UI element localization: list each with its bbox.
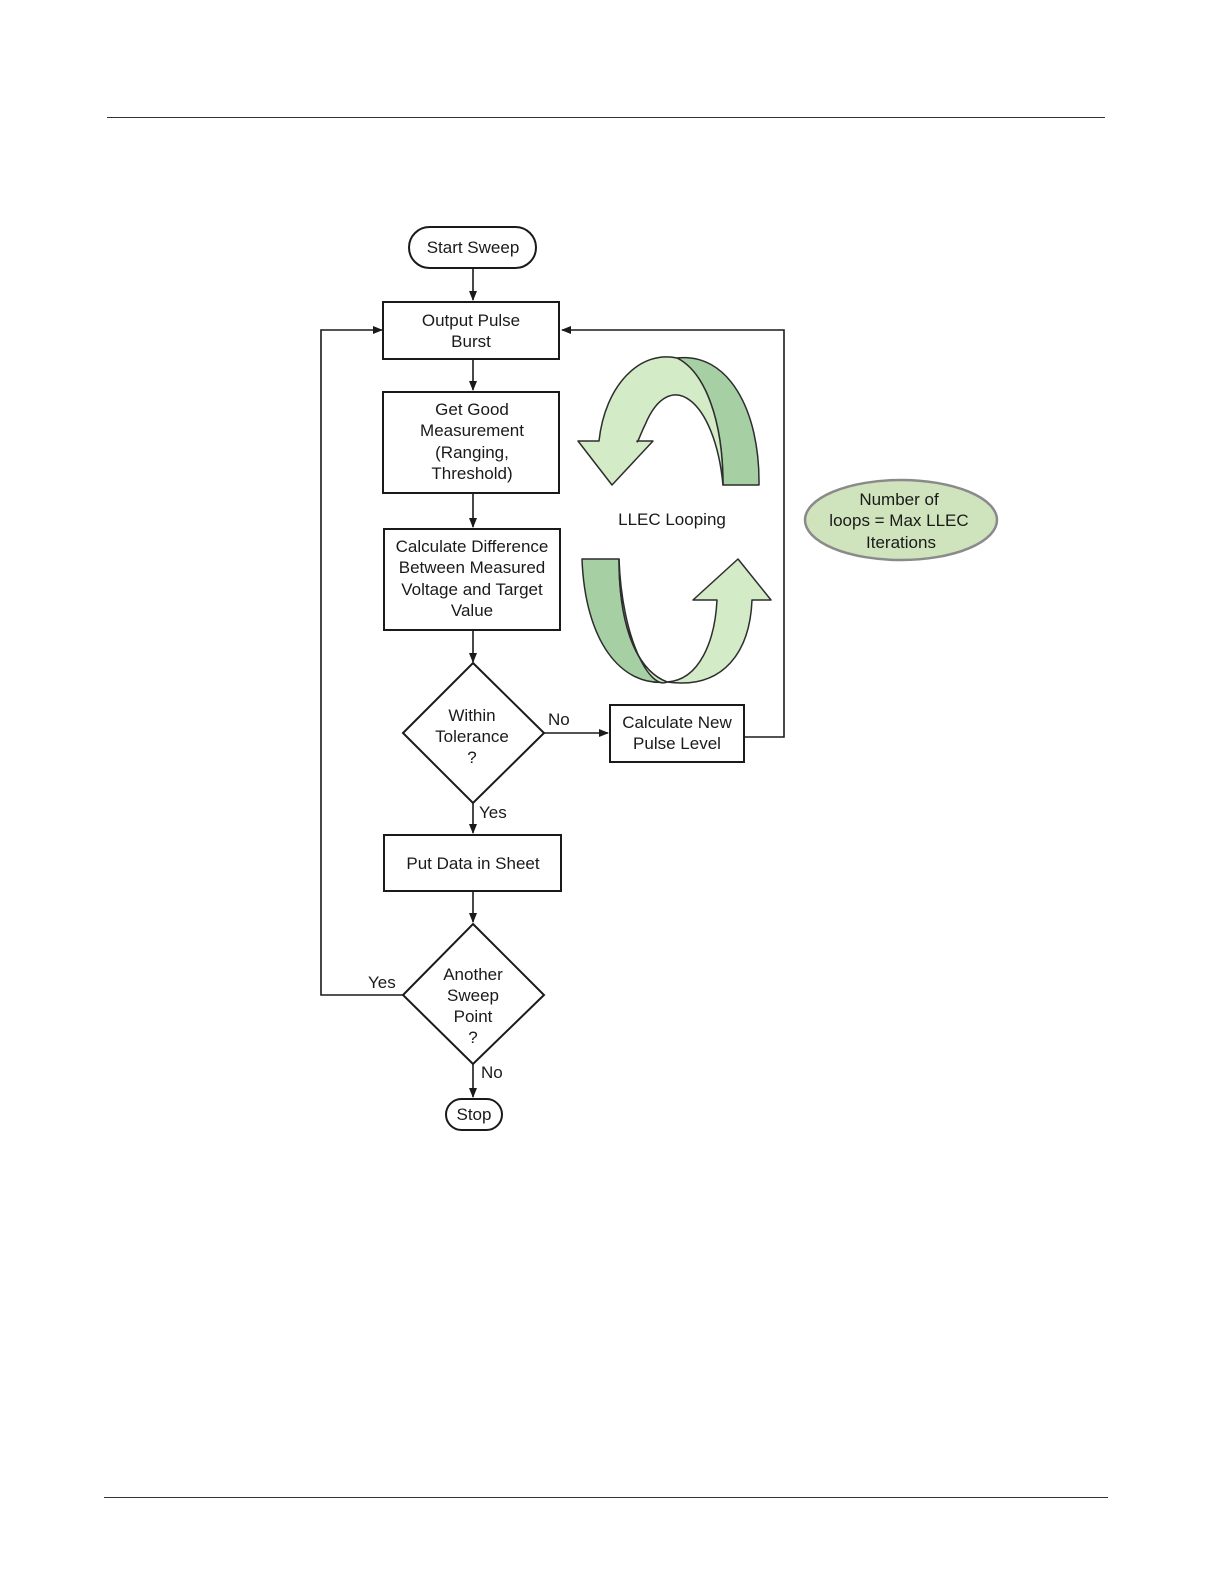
get-measurement-line-1: Get Good <box>435 400 509 419</box>
calc-difference-node: Calculate Difference Between Measured Vo… <box>384 529 560 630</box>
get-measurement-line-2: Measurement <box>420 421 524 440</box>
note-line-1: Number of <box>859 490 939 509</box>
get-measurement-node: Get Good Measurement (Ranging, Threshold… <box>383 392 559 493</box>
another-point-line-2: Sweep <box>447 986 499 1005</box>
start-label: Start Sweep <box>427 238 520 257</box>
put-data-node: Put Data in Sheet <box>384 835 561 891</box>
calc-new-pulse-node: Calculate New Pulse Level <box>610 705 744 762</box>
get-measurement-line-3: (Ranging, <box>435 443 509 462</box>
within-tolerance-decision: Within Tolerance ? <box>403 663 544 803</box>
another-point-line-3: Point <box>454 1007 493 1026</box>
another-yes-label: Yes <box>368 973 396 992</box>
calc-difference-line-4: Value <box>451 601 493 620</box>
calc-difference-line-1: Calculate Difference <box>396 537 549 556</box>
within-tolerance-line-3: ? <box>467 748 476 767</box>
loop-arrow-top-icon <box>578 357 759 485</box>
within-tolerance-line-1: Within <box>448 706 495 725</box>
tolerance-no-label: No <box>548 710 570 729</box>
loop-arrow-bottom-icon <box>582 559 771 683</box>
stop-node: Stop <box>446 1099 502 1130</box>
calc-new-pulse-line-2: Pulse Level <box>633 734 721 753</box>
output-pulse-node: Output Pulse Burst <box>383 302 559 359</box>
output-pulse-line-2: Burst <box>451 332 491 351</box>
another-point-line-1: Another <box>443 965 503 984</box>
get-measurement-line-4: Threshold) <box>431 464 512 483</box>
note-line-3: Iterations <box>866 533 936 552</box>
calc-difference-line-3: Voltage and Target <box>401 580 543 599</box>
output-pulse-line-1: Output Pulse <box>422 311 520 330</box>
put-data-label: Put Data in Sheet <box>406 854 540 873</box>
calc-new-pulse-line-1: Calculate New <box>622 713 732 732</box>
within-tolerance-line-2: Tolerance <box>435 727 509 746</box>
calc-difference-line-2: Between Measured <box>399 558 545 577</box>
another-point-decision: Another Sweep Point ? <box>403 924 544 1064</box>
loop-label: LLEC Looping <box>618 510 726 529</box>
another-point-line-4: ? <box>468 1028 477 1047</box>
tolerance-yes-label: Yes <box>479 803 507 822</box>
note-line-2: loops = Max LLEC <box>829 511 968 530</box>
stop-label: Stop <box>457 1105 492 1124</box>
max-iterations-note: Number of loops = Max LLEC Iterations <box>805 480 997 560</box>
start-node: Start Sweep <box>409 227 536 268</box>
another-no-label: No <box>481 1063 503 1082</box>
